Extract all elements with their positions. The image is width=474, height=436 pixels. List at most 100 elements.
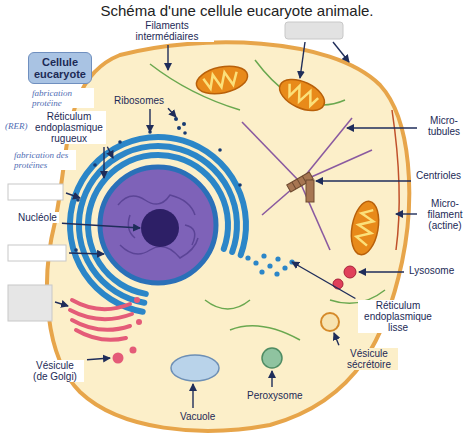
leader-line xyxy=(271,371,272,387)
filament xyxy=(205,300,250,309)
organelle-label: Réticulum endoplasmique rugueux xyxy=(32,111,106,144)
leader-line xyxy=(66,193,80,198)
blank-box-leaders xyxy=(55,42,349,306)
organelle-label: Centrioles xyxy=(414,170,463,181)
ribosome xyxy=(238,183,242,187)
microtubule xyxy=(300,182,330,250)
filament xyxy=(230,326,300,340)
ribosome xyxy=(174,117,178,121)
mitochondrion-body xyxy=(194,62,250,98)
leader-line xyxy=(87,358,110,360)
leader-line xyxy=(300,42,305,78)
leader-line xyxy=(69,253,104,254)
leader-line xyxy=(55,302,68,306)
ribosome xyxy=(118,140,122,144)
blank-answer-box xyxy=(8,184,63,200)
organelle-label: Vacuole xyxy=(178,411,217,422)
leader-line xyxy=(149,109,150,132)
golgi-vesicle xyxy=(130,347,137,354)
blank-answer-box xyxy=(285,22,343,39)
vacuole xyxy=(171,355,219,381)
leader-line xyxy=(396,213,417,214)
box-text: Cellule eucaryote xyxy=(33,56,87,80)
mitochondrion xyxy=(348,199,383,257)
er-cisterna xyxy=(70,137,246,312)
golgi-vesicle xyxy=(113,353,124,364)
handwritten-note: fabrication des protéines xyxy=(12,150,76,170)
ribosome xyxy=(76,198,80,202)
leader-line xyxy=(168,108,176,117)
ribosome xyxy=(74,248,78,252)
centrioles xyxy=(287,172,314,202)
smooth-er-vesicle xyxy=(261,253,266,258)
smooth-er-vesicle xyxy=(267,263,272,268)
leader-line xyxy=(192,384,193,408)
golgi-cisterna xyxy=(76,330,126,340)
handwritten-note: (RER) xyxy=(3,121,30,131)
secretory-vesicle xyxy=(321,313,339,331)
centriole-stripes xyxy=(292,176,306,189)
organelle-label: Lysosome xyxy=(407,265,456,276)
ribosome xyxy=(177,126,181,130)
leader-line xyxy=(316,180,411,181)
ribosome xyxy=(183,131,187,135)
leader-line xyxy=(103,147,104,178)
leader-line xyxy=(167,45,168,70)
handwritten-note: fabrication protéine xyxy=(30,88,94,108)
lysosome xyxy=(333,279,343,289)
smooth-er-vesicle xyxy=(253,260,258,265)
organelle-label: Micro- tubules xyxy=(420,115,468,137)
golgi-cisterna xyxy=(70,310,132,319)
leader-line xyxy=(347,127,417,128)
golgi-vesicles xyxy=(113,297,143,364)
organelle-label: Filaments intermédiaires xyxy=(120,20,214,42)
blank-answer-box xyxy=(8,285,52,321)
ribosome xyxy=(182,122,186,126)
diagram-title: Schéma d'une cellule eucaryote animale. xyxy=(0,2,474,20)
heading-box: Cellule eucaryote xyxy=(28,52,92,84)
microtubule xyxy=(242,122,300,182)
mitochondrion-body xyxy=(348,199,383,257)
er-cisterna xyxy=(88,155,228,294)
organelle-label: Micro- filament (actine) xyxy=(420,198,470,231)
leader-line xyxy=(333,42,349,62)
chromatin xyxy=(118,195,198,258)
free-ribosomes xyxy=(174,117,186,130)
leader-line xyxy=(334,333,339,345)
microfilament xyxy=(392,110,399,250)
golgi-vesicle xyxy=(134,297,140,303)
mitochondrion-body xyxy=(275,73,329,117)
rough-er xyxy=(70,137,246,312)
golgi-cisterna xyxy=(72,300,130,309)
organelle-label: Ribosomes xyxy=(112,95,166,106)
ribosome xyxy=(218,148,222,152)
ribosome xyxy=(93,163,97,167)
peroxisome xyxy=(262,348,282,368)
smooth-er-vesicle xyxy=(282,265,287,270)
leader-line xyxy=(62,223,140,228)
smooth-er xyxy=(245,253,294,276)
centriole-body xyxy=(306,180,314,202)
leader-line xyxy=(359,271,404,272)
smooth-er-vesicle xyxy=(259,269,264,274)
leader-line xyxy=(107,147,113,158)
leader-line xyxy=(292,262,355,299)
cristae xyxy=(285,82,320,108)
nucleus xyxy=(100,167,216,283)
golgi-vesicle xyxy=(136,319,142,325)
organelle-label: Réticulum endoplasmique lisse xyxy=(358,300,438,333)
cristae xyxy=(203,70,239,91)
organelle-label: Nucléole xyxy=(16,212,59,223)
golgi-cisterna xyxy=(72,320,130,330)
nuclear-envelope xyxy=(100,167,216,283)
smooth-er-vesicle xyxy=(275,256,280,261)
organelle-label: Peroxysome xyxy=(245,390,305,401)
smooth-er-vesicle xyxy=(274,271,279,276)
er-cisterna xyxy=(79,146,237,303)
lysosome xyxy=(344,266,356,278)
organelle-label: Vésicule sécrétoire xyxy=(340,348,398,370)
smooth-er-vesicle xyxy=(245,255,250,260)
organelle-label: Vésicule (de Golgi) xyxy=(26,360,84,382)
cell-membrane xyxy=(47,42,409,430)
blank-answer-box xyxy=(8,245,66,261)
